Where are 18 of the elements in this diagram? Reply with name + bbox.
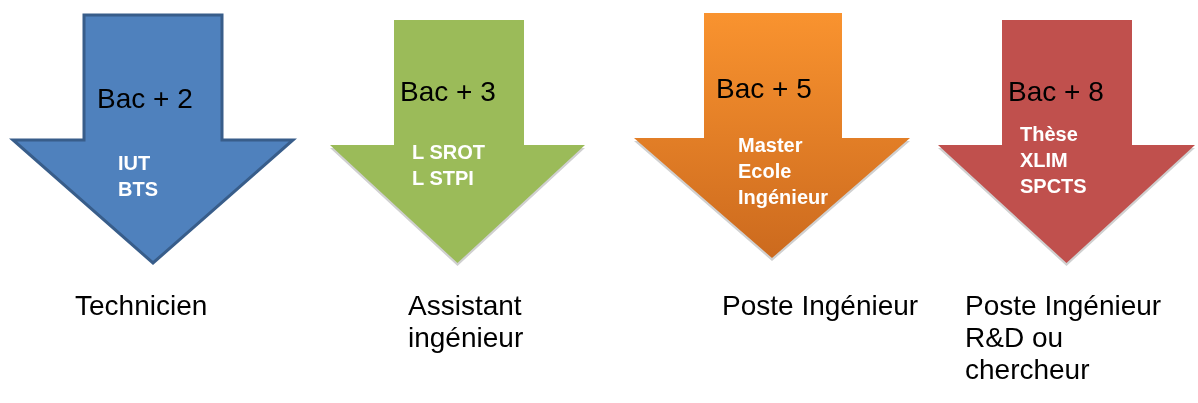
program-label: Ecole	[738, 159, 792, 183]
level-label: Bac + 2	[97, 83, 193, 115]
level-label: Bac + 8	[1008, 76, 1104, 108]
program-label: Ingénieur	[738, 185, 828, 209]
level-label: Bac + 3	[400, 76, 496, 108]
program-label: Thèse	[1020, 122, 1078, 146]
program-label: Master	[738, 133, 803, 157]
outcome-label: Technicien	[75, 290, 209, 322]
program-label: XLIM	[1020, 148, 1068, 172]
outcome-label: Assistant ingénieur	[408, 290, 525, 354]
program-label: L STPI	[412, 166, 474, 190]
program-label: BTS	[118, 177, 158, 201]
program-label: SPCTS	[1020, 174, 1087, 198]
program-label: IUT	[118, 151, 151, 175]
outcome-label: Poste Ingénieur R&D ou chercheur	[965, 290, 1163, 386]
outcome-label: Poste Ingénieur	[722, 290, 920, 322]
program-label: L SROT	[412, 140, 485, 164]
level-label: Bac + 5	[716, 73, 812, 105]
